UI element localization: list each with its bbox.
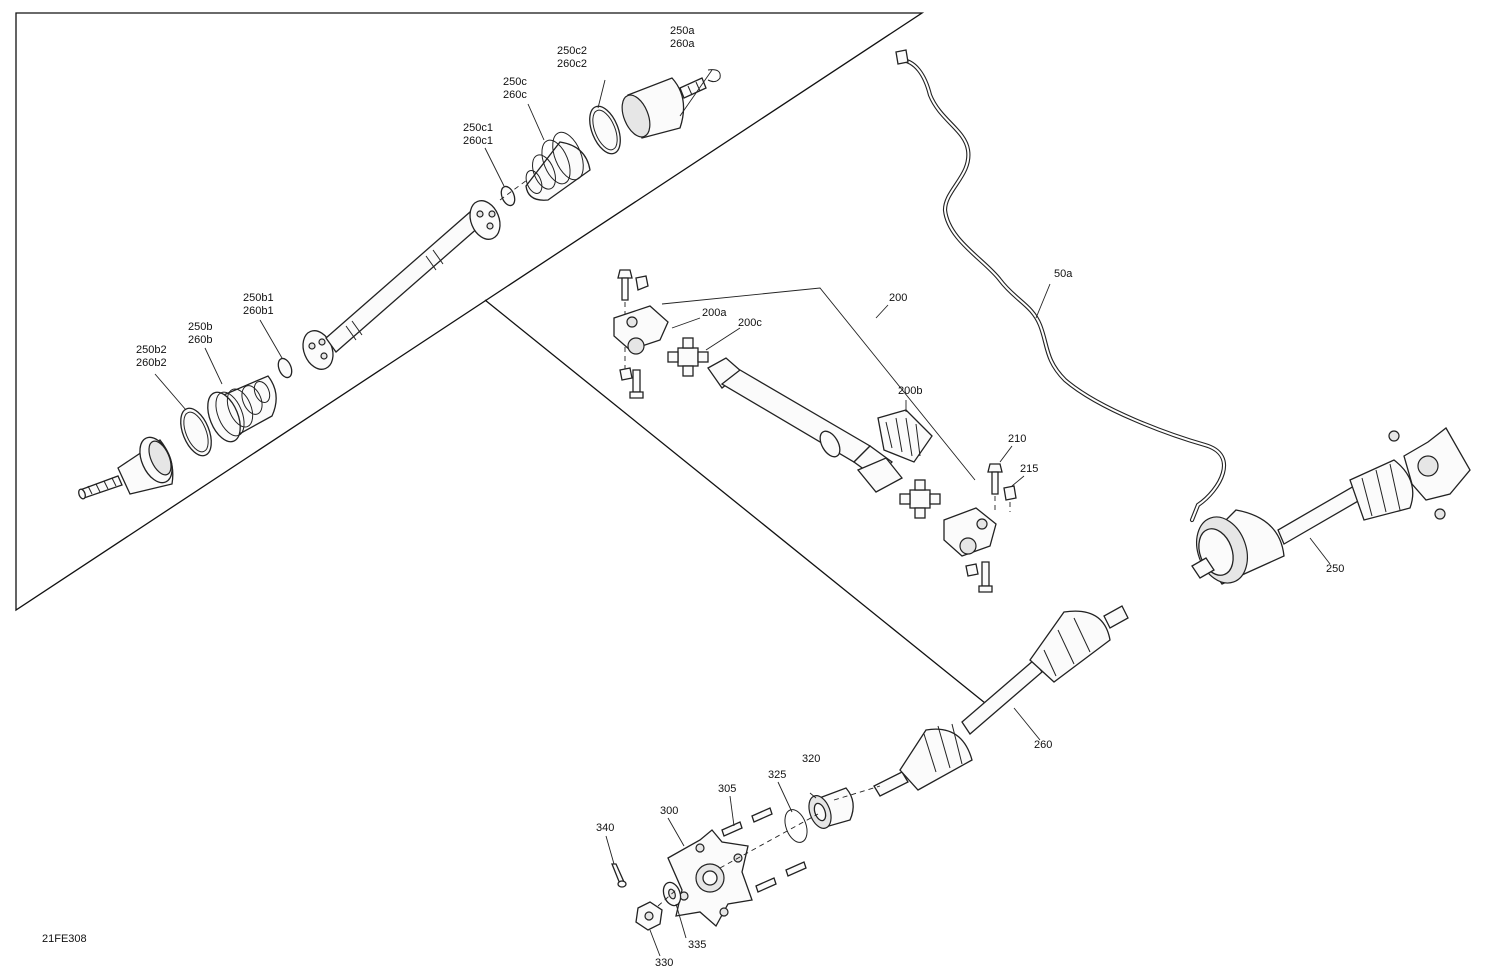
callout-335: 335: [688, 939, 706, 951]
callout-200: 200: [889, 292, 907, 304]
nut-lower-left: [619, 367, 633, 381]
circlip: [707, 69, 721, 83]
shaft-boot: [877, 409, 933, 463]
tripod-housing-outer: [302, 330, 334, 370]
callout-200a: 200a: [702, 307, 727, 319]
bearing-320: [808, 787, 854, 829]
inner-joint-housing: [621, 77, 707, 139]
callout-50a: 50a: [1054, 268, 1073, 280]
assembled-axle-260: [873, 605, 1129, 797]
cotter-pin-340: [611, 863, 627, 888]
front-yoke: [613, 305, 669, 355]
boot-clamp-small-outer: [277, 357, 293, 379]
nut-215: [1003, 485, 1017, 501]
bolt-210: [987, 463, 1003, 495]
nut-lower-right: [965, 563, 979, 577]
callout-210: 210: [1008, 433, 1026, 445]
brake-line: [895, 49, 1227, 523]
nut-upper-left: [635, 275, 649, 291]
axle-shaft: [325, 211, 481, 353]
inner-boot: [525, 131, 591, 201]
callout-260: 260: [1034, 739, 1052, 751]
callout-215: 215: [1020, 463, 1038, 475]
wheel-hub-300: [667, 829, 753, 928]
boot-clamp-small-inner: [500, 185, 516, 207]
drawing-code: 21FE308: [42, 933, 87, 945]
inset-frame: [15, 12, 986, 704]
bolt-lower-right: [978, 561, 993, 593]
propeller-shaft-tube: [707, 357, 903, 493]
callout-320: 320: [802, 753, 820, 765]
universal-joint-rear: [899, 479, 941, 519]
callout-305: 305: [718, 783, 736, 795]
assembled-axle-250: [1191, 427, 1471, 585]
callout-300: 300: [660, 805, 678, 817]
rear-yoke: [943, 507, 997, 557]
hub-nut-330: [635, 901, 663, 931]
outer-boot: [207, 375, 277, 443]
propeller-shaft-assembly: [613, 269, 1017, 593]
retaining-ring-325: [784, 809, 808, 843]
wheel-hub-assembly: [611, 785, 881, 931]
callout-200c: 200c: [738, 317, 762, 329]
outer-joint-stub: [78, 436, 174, 500]
leader-lines: [154, 69, 1331, 957]
boot-clamp-large-inner: [589, 105, 621, 155]
hub-bolts-305: [721, 807, 807, 893]
exploded-axle-assembly: [78, 69, 721, 500]
callout-200b: 200b: [898, 385, 922, 397]
bolt-lower-left: [629, 369, 644, 399]
boot-clamp-large-outer: [180, 407, 212, 457]
callout-340: 340: [596, 822, 614, 834]
callout-330: 330: [655, 957, 673, 969]
tripod-housing-inner: [469, 200, 501, 240]
universal-joint-front: [667, 337, 709, 377]
callout-325: 325: [768, 769, 786, 781]
bolt-upper-left: [617, 269, 633, 301]
callout-250: 250: [1326, 563, 1344, 575]
